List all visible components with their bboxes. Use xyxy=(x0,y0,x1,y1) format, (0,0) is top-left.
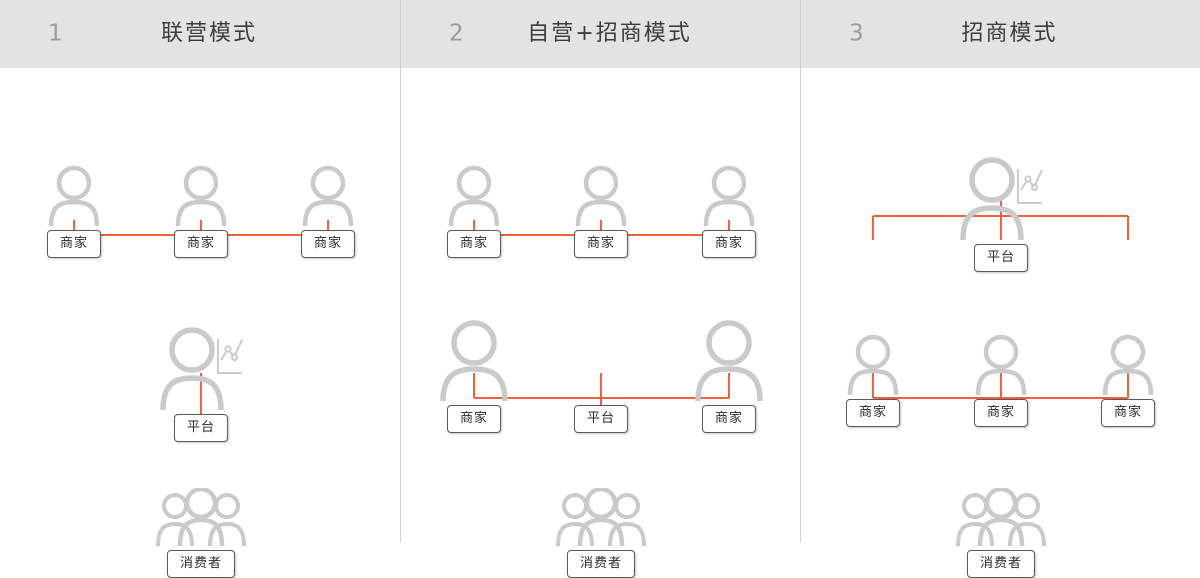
panel-1-connectors xyxy=(73,220,329,418)
panel-2-body: 商家 商家 商家 xyxy=(401,68,800,578)
node-label: 消费者 xyxy=(166,550,235,578)
node-label: 商家 xyxy=(845,399,900,427)
person-icon xyxy=(845,333,901,398)
node-merchant[interactable]: 商家 xyxy=(300,164,356,258)
node-merchant[interactable]: 商家 xyxy=(691,319,767,433)
node-label: 消费者 xyxy=(966,550,1035,578)
node-label: 商家 xyxy=(173,230,228,258)
panel-3-header: 3 招商模式 xyxy=(801,0,1200,68)
person-icon xyxy=(436,319,512,404)
node-platform[interactable]: 平台 xyxy=(563,319,639,433)
panel-1-body: 商家 商家 商家 xyxy=(0,68,400,578)
chart-badge-icon xyxy=(217,339,243,374)
person-icon xyxy=(300,164,356,229)
people-group-icon xyxy=(155,486,247,547)
node-label: 平台 xyxy=(173,414,228,442)
panel-2-index: 2 xyxy=(449,20,464,47)
node-merchant[interactable]: 商家 xyxy=(701,164,757,258)
node-label: 平台 xyxy=(573,405,628,433)
node-merchant[interactable]: 商家 xyxy=(173,164,229,258)
node-merchant[interactable]: 商家 xyxy=(46,164,102,258)
node-merchant[interactable]: 商家 xyxy=(845,333,901,427)
panel-1-index: 1 xyxy=(48,20,63,47)
person-icon xyxy=(573,164,629,229)
panel-2-connectors xyxy=(473,220,730,416)
people-group-icon xyxy=(955,486,1047,547)
node-merchant[interactable]: 商家 xyxy=(446,164,502,258)
node-consumer[interactable]: 消费者 xyxy=(555,486,647,578)
node-label: 商家 xyxy=(701,230,756,258)
panel-3-body: 平台 商家 商家 xyxy=(801,68,1200,578)
person-icon xyxy=(46,164,102,229)
node-merchant[interactable]: 商家 xyxy=(573,164,629,258)
panel-3-index: 3 xyxy=(849,20,864,47)
panel-2-header: 2 自营+招商模式 xyxy=(401,0,800,68)
people-group-icon xyxy=(555,486,647,547)
panel-3-title: 招商模式 xyxy=(961,21,1058,46)
node-label: 平台 xyxy=(973,244,1028,272)
person-icon xyxy=(173,164,229,229)
node-label: 消费者 xyxy=(566,550,635,578)
node-platform[interactable]: 平台 xyxy=(958,156,1044,272)
panel-3-connectors xyxy=(872,196,1129,416)
node-label: 商家 xyxy=(300,230,355,258)
node-merchant[interactable]: 商家 xyxy=(973,333,1029,427)
panel-2-title: 自营+招商模式 xyxy=(527,21,692,46)
node-merchant[interactable]: 商家 xyxy=(1100,333,1156,427)
node-label: 商家 xyxy=(573,230,628,258)
node-label: 商家 xyxy=(46,230,101,258)
person-icon xyxy=(701,164,757,229)
node-label: 商家 xyxy=(701,405,756,433)
chart-badge-icon xyxy=(1017,169,1043,204)
panel-1-header: 1 联营模式 xyxy=(0,0,400,68)
panel-1-title: 联营模式 xyxy=(160,21,257,46)
node-label: 商家 xyxy=(1100,399,1155,427)
panel-3: 3 招商模式 xyxy=(800,0,1200,578)
node-consumer[interactable]: 消费者 xyxy=(155,486,247,578)
person-icon xyxy=(691,319,767,404)
node-consumer[interactable]: 消费者 xyxy=(955,486,1047,578)
person-chart-icon xyxy=(958,156,1044,243)
node-label: 商家 xyxy=(446,230,501,258)
node-merchant[interactable]: 商家 xyxy=(436,319,512,433)
node-platform[interactable]: 平台 xyxy=(158,326,244,442)
person-icon xyxy=(446,164,502,229)
panel-1: 1 联营模式 xyxy=(0,0,400,578)
person-icon xyxy=(1100,333,1156,398)
node-label: 商家 xyxy=(446,405,501,433)
panel-2: 2 自营+招商模式 xyxy=(400,0,800,578)
person-icon xyxy=(973,333,1029,398)
node-label: 商家 xyxy=(973,399,1028,427)
person-chart-icon xyxy=(158,326,244,413)
